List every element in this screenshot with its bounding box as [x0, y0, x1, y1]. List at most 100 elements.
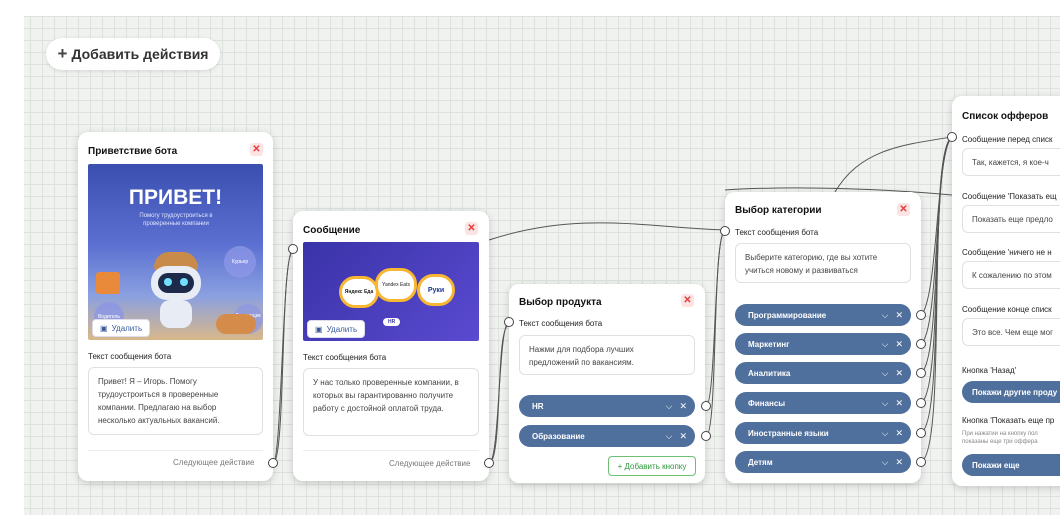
kids-output-port[interactable] [916, 457, 926, 467]
button-languages[interactable]: Иностранные языки ⌵ ✕ [735, 422, 911, 444]
x-icon[interactable]: ✕ [895, 367, 903, 378]
x-icon[interactable]: ✕ [895, 309, 903, 320]
back-button-label: Кнопка 'Назад' [962, 366, 1017, 375]
chevron-down-icon[interactable]: ⌵ [665, 400, 673, 411]
x-icon[interactable]: ✕ [679, 400, 687, 411]
marketing-output-port[interactable] [916, 339, 926, 349]
greeting-text-field[interactable]: Привет! Я – Игорь. Помогу трудоустроитьс… [88, 367, 263, 435]
close-icon[interactable]: ✕ [897, 203, 910, 216]
button-label: Покажи другие проду [972, 387, 1058, 397]
show-more-msg-field[interactable]: Показать еще предло [962, 205, 1060, 233]
add-actions-button[interactable]: + Добавить действия [46, 38, 220, 70]
greeting-card[interactable]: Приветствие бота ✕ ПРИВЕТ! Помогу трудоу… [78, 132, 273, 481]
end-list-field[interactable]: Это все. Чем еще мог [962, 318, 1060, 346]
robot-illustration [148, 252, 204, 332]
next-action-label: Следующее действие [389, 459, 471, 468]
top-border [0, 0, 1060, 16]
chevron-down-icon[interactable]: ⌵ [881, 427, 889, 438]
chevron-down-icon[interactable]: ⌵ [665, 430, 673, 441]
chevron-down-icon[interactable]: ⌵ [881, 338, 889, 349]
image-icon: ▣ [100, 323, 108, 333]
offers-card[interactable]: Список офферов Сообщение перед списк Так… [952, 96, 1060, 486]
nothing-found-field[interactable]: К сожалению по этом [962, 261, 1060, 289]
greeting-image: ПРИВЕТ! Помогу трудоустроиться в провере… [88, 164, 263, 340]
food-right [216, 314, 256, 334]
product-input-port[interactable] [504, 317, 514, 327]
image-icon: ▣ [315, 324, 323, 334]
card-title: Выбор категории [735, 205, 822, 216]
category-text-field[interactable]: Выберите категорию, где вы хотите учитьс… [735, 243, 911, 283]
divider [88, 450, 263, 451]
end-list-label: Сообщение конце списк [962, 305, 1052, 314]
chevron-down-icon[interactable]: ⌵ [881, 367, 889, 378]
button-label: Образование [532, 431, 585, 441]
analytics-output-port[interactable] [916, 368, 926, 378]
show-more-hint: При нажатии на кнопку пол показаны еще т… [962, 431, 1038, 445]
button-finance[interactable]: Финансы ⌵✕ [735, 392, 911, 414]
close-icon[interactable]: ✕ [250, 143, 263, 156]
button-marketing[interactable]: Маркетинг ⌵✕ [735, 333, 911, 355]
message-input-port[interactable] [288, 244, 298, 254]
text-label: Текст сообщения бота [88, 352, 172, 361]
delete-image-button[interactable]: ▣ Удалить [307, 320, 366, 338]
category-card[interactable]: Выбор категории ✕ Текст сообщения бота В… [725, 192, 921, 483]
text-label: Текст сообщения бота [735, 228, 819, 237]
card-title: Выбор продукта [519, 297, 602, 308]
delete-image-button[interactable]: ▣ Удалить [92, 319, 151, 337]
show-more-button[interactable]: Покажи еще [962, 454, 1060, 476]
finance-output-port[interactable] [916, 398, 926, 408]
back-button[interactable]: Покажи другие проду [962, 381, 1060, 403]
chevron-down-icon[interactable]: ⌵ [881, 397, 889, 408]
product-card[interactable]: Выбор продукта ✕ Текст сообщения бота На… [509, 284, 705, 483]
before-list-field[interactable]: Так, кажется, я кое-ч [962, 148, 1060, 176]
image-subline: Помогу трудоустроиться в проверенные ком… [139, 213, 213, 227]
text-label: Текст сообщения бота [519, 319, 603, 328]
divider [303, 450, 479, 451]
close-icon[interactable]: ✕ [465, 222, 478, 235]
x-icon[interactable]: ✕ [895, 397, 903, 408]
before-list-label: Сообщение перед списк [962, 135, 1053, 144]
bottom-border [0, 515, 1060, 521]
hr-output-port[interactable] [701, 401, 711, 411]
close-icon[interactable]: ✕ [681, 294, 694, 307]
x-icon[interactable]: ✕ [895, 456, 903, 467]
programming-output-port[interactable] [916, 310, 926, 320]
message-text-field[interactable]: У нас только проверенные компании, в кот… [303, 368, 479, 436]
nothing-found-label: Сообщение 'ничего не н [962, 248, 1052, 257]
chevron-down-icon[interactable]: ⌵ [881, 456, 889, 467]
offers-input-port[interactable] [947, 132, 957, 142]
logo-flower-1: Яндекс Еда [339, 276, 379, 308]
button-hr[interactable]: HR ⌵ ✕ [519, 395, 695, 417]
show-more-msg-label: Сообщение 'Показать ещ [962, 192, 1057, 201]
logo-flower-3: Руки [417, 274, 455, 306]
button-kids[interactable]: Детям ⌵✕ [735, 451, 911, 473]
x-icon[interactable]: ✕ [679, 430, 687, 441]
button-education[interactable]: Образование ⌵ ✕ [519, 425, 695, 447]
product-text-field[interactable]: Нажми для подбора лучших предложений по … [519, 335, 695, 375]
text-label: Текст сообщения бота [303, 353, 387, 362]
card-title: Список офферов [962, 111, 1049, 122]
delete-label: Удалить [111, 323, 143, 333]
hr-badge: HR [383, 318, 401, 326]
button-programming[interactable]: Программирование ⌵✕ [735, 304, 911, 326]
x-icon[interactable]: ✕ [895, 427, 903, 438]
x-icon[interactable]: ✕ [895, 338, 903, 349]
plus-icon: + [57, 44, 68, 63]
greeting-output-port[interactable] [268, 458, 278, 468]
message-card[interactable]: Сообщение ✕ Яндекс Еда Yandex Eats Руки … [293, 211, 489, 481]
delete-label: Удалить [326, 324, 358, 334]
category-input-port[interactable] [720, 226, 730, 236]
left-border [0, 0, 24, 521]
chevron-down-icon[interactable]: ⌵ [881, 309, 889, 320]
message-output-port[interactable] [484, 458, 494, 468]
languages-output-port[interactable] [916, 428, 926, 438]
button-label: Иностранные языки [748, 428, 829, 438]
button-analytics[interactable]: Аналитика ⌵✕ [735, 362, 911, 384]
boxes-left [96, 272, 120, 294]
button-label: Покажи еще [972, 460, 1020, 470]
logo-flower-2: Yandex Eats [375, 268, 417, 302]
add-button-button[interactable]: + Добавить кнопку [608, 456, 696, 476]
button-label: HR [532, 401, 544, 411]
card-title: Приветствие бота [88, 146, 178, 157]
education-output-port[interactable] [701, 431, 711, 441]
